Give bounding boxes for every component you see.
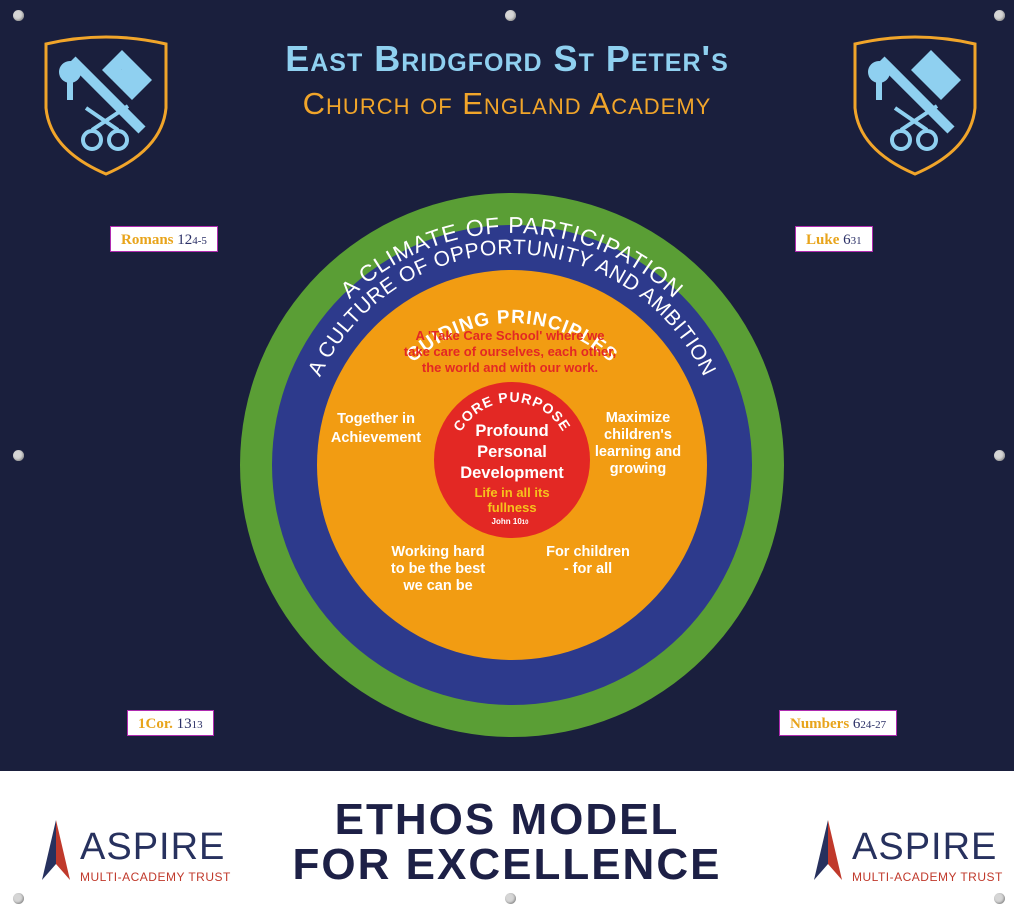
principle-for-children-line1: For children [546, 544, 630, 560]
footer-title-line1: ETHOS MODEL [334, 795, 680, 844]
screw-icon [994, 450, 1005, 461]
footer-panel [0, 771, 1014, 915]
aspire-logo-word: ASPIRE [852, 826, 998, 868]
reference-verses: 24-27 [860, 719, 887, 731]
screw-icon [994, 893, 1005, 904]
school-name-line1: East Bridgford St Peter's [285, 38, 729, 79]
principle-working-line3: we can be [402, 578, 472, 594]
core-citation: John 1010 [492, 517, 530, 526]
scripture-reference: Numbers 624-27 [779, 710, 898, 736]
principle-together-line2: Achievement [331, 430, 421, 446]
reference-verses: 13 [191, 719, 203, 731]
ethos-model-diagram: A CLIMATE OF PARTICIPATION A CULTURE OF … [240, 193, 784, 737]
aspire-logo-subtitle: MULTI-ACADEMY TRUST [852, 870, 1003, 884]
aspire-logo-subtitle: MULTI-ACADEMY TRUST [80, 870, 231, 884]
scripture-reference: Romans 124-5 [110, 226, 218, 252]
reference-chapter: 6 [843, 232, 851, 248]
footer-title-line2: FOR EXCELLENCE [292, 840, 722, 889]
core-line2: Personal [477, 443, 547, 461]
school-name-line2: Church of England Academy [302, 86, 712, 121]
take-care-statement-line3: the world and with our work. [422, 360, 598, 375]
reference-book: Romans [121, 232, 174, 248]
screw-icon [505, 10, 516, 21]
aspire-logo-icon [42, 820, 70, 880]
aspire-logo: ASPIRE MULTI-ACADEMY TRUST [812, 820, 1012, 890]
core-purpose-circle [434, 382, 590, 538]
screw-icon [13, 10, 24, 21]
reference-book: 1Cor. [138, 716, 173, 732]
school-crest-icon [853, 35, 977, 176]
scripture-reference: 1Cor. 1313 [127, 710, 214, 736]
aspire-logo: ASPIRE MULTI-ACADEMY TRUST [40, 820, 240, 890]
reference-chapter: 12 [177, 232, 193, 248]
reference-verses: 4-5 [192, 235, 207, 247]
screw-icon [13, 450, 24, 461]
principle-working-line1: Working hard [391, 544, 484, 560]
scripture-reference: Luke 631 [795, 226, 873, 252]
aspire-logo-word: ASPIRE [80, 826, 226, 868]
reference-chapter: 6 [852, 716, 861, 732]
take-care-statement-line1: A 'Take Care School' where we [416, 328, 605, 343]
principle-maximize-line2: children's [604, 427, 672, 443]
core-line1: Profound [475, 422, 548, 440]
principle-working-line2: to be the best [391, 561, 485, 577]
core-line3: Development [460, 464, 564, 482]
principle-for-children-line2: - for all [564, 561, 612, 577]
core-sub-line2: fullness [487, 500, 536, 515]
reference-chapter: 13 [176, 716, 192, 732]
reference-verses: 31 [850, 235, 862, 247]
reference-book: Luke [806, 232, 840, 248]
principle-together-line1: Together in [337, 411, 415, 427]
screw-icon [505, 893, 516, 904]
principle-maximize-line4: growing [610, 461, 666, 477]
core-sub-line1: Life in all its [474, 485, 549, 500]
school-crest-icon [44, 35, 168, 176]
principle-maximize-line3: learning and [595, 444, 681, 460]
reference-book: Numbers [790, 716, 850, 732]
aspire-logo-icon [814, 820, 842, 880]
take-care-statement-line2: take care of ourselves, each other, [404, 344, 616, 359]
principle-maximize-line1: Maximize [606, 410, 670, 426]
screw-icon [13, 893, 24, 904]
screw-icon [994, 10, 1005, 21]
